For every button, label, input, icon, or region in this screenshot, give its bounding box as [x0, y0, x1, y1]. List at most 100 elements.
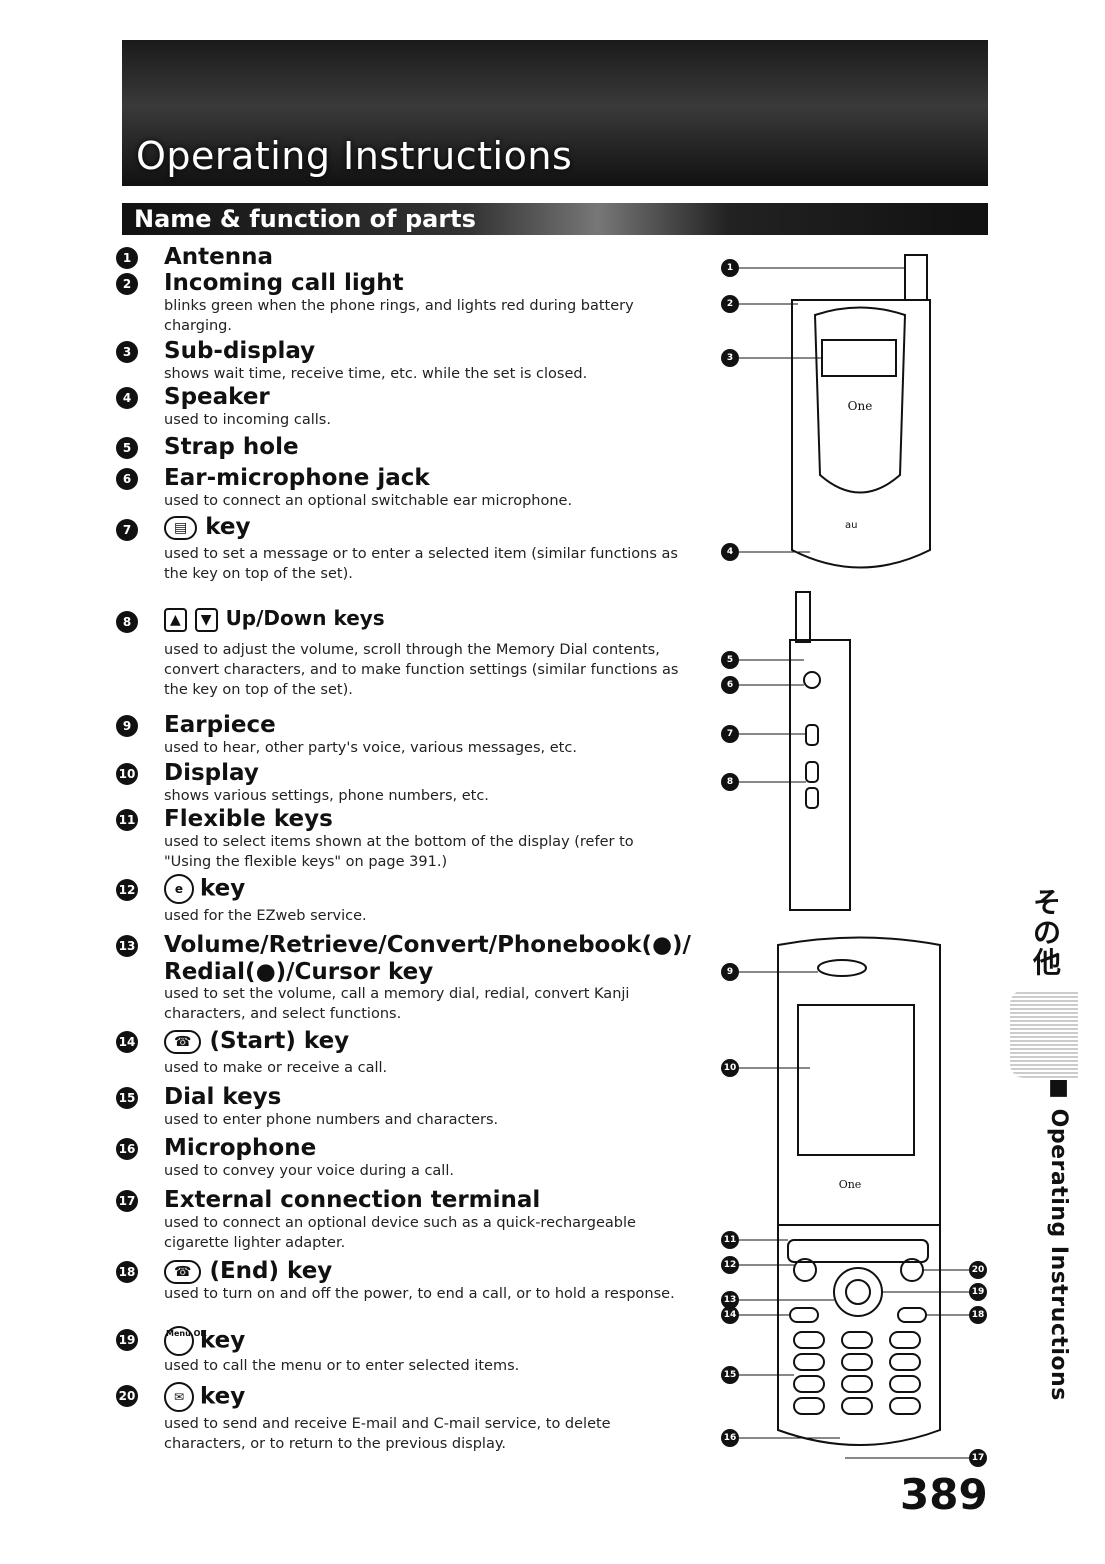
item-title: Strap hole — [164, 434, 299, 460]
section-bar — [122, 203, 988, 235]
item-title: Volume/Retrieve/Convert/Phonebook(●)/ Re… — [164, 932, 691, 985]
item-desc: used to convey your voice during a call. — [164, 1163, 454, 1179]
phone-closed-face — [813, 306, 907, 494]
item-number: 12 — [116, 879, 138, 901]
cursor-key — [833, 1267, 883, 1317]
item-number: 20 — [116, 1385, 138, 1407]
side-antenna — [795, 591, 811, 643]
item-desc: used to enter phone numbers and characte… — [164, 1112, 499, 1128]
brand-label: One — [848, 399, 873, 413]
callout-4: 4 — [721, 543, 739, 561]
dial-keypad — [793, 1331, 921, 1415]
item-title: ✉key — [164, 1382, 245, 1412]
item-title: ☎(Start) key — [164, 1028, 349, 1054]
message-key-icon: ▤ — [164, 515, 198, 540]
side-tab-pattern — [1010, 990, 1078, 1078]
item-number: 17 — [116, 1190, 138, 1212]
item-desc: used to select items shown at the bottom… — [164, 834, 634, 870]
item-title: Dial keys — [164, 1084, 282, 1110]
item-title: ▤key — [164, 514, 251, 540]
ez-key — [793, 1258, 817, 1282]
callout-10: 10 — [721, 1059, 739, 1077]
callout-18: 18 — [969, 1306, 987, 1324]
side-tab-label: ■ Operating Instructions — [1046, 1075, 1071, 1401]
item-number: 7 — [116, 519, 138, 541]
item-desc: used to call the menu or to enter select… — [164, 1358, 520, 1374]
item-title: Antenna — [164, 244, 274, 270]
item-desc: used to adjust the volume, scroll throug… — [164, 642, 679, 698]
item-title: ☎(End) key — [164, 1258, 332, 1284]
item-desc: blinks green when the phone rings, and l… — [164, 298, 634, 334]
item-title: Sub-display — [164, 338, 316, 364]
earpiece — [817, 959, 867, 977]
end-key-icon: ☎ — [164, 1259, 202, 1284]
down-key-icon: ▼ — [194, 607, 218, 632]
item-number: 8 — [116, 611, 138, 633]
page-number: 389 — [900, 1470, 988, 1519]
phone-open-bottom — [777, 1224, 941, 1446]
item-number: 5 — [116, 437, 138, 459]
item-number: 16 — [116, 1138, 138, 1160]
flexible-keys — [787, 1239, 929, 1263]
callout-12: 12 — [721, 1256, 739, 1274]
item-desc: used to connect an optional device such … — [164, 1215, 636, 1251]
end-key — [897, 1307, 927, 1323]
callout-13: 13 — [721, 1291, 739, 1309]
sub-display — [821, 339, 897, 377]
item-desc: shows wait time, receive time, etc. whil… — [164, 366, 588, 382]
item-desc: used to set a message or to enter a sele… — [164, 546, 678, 582]
callout-5: 5 — [721, 651, 739, 669]
section-title: Name & function of parts — [134, 205, 476, 233]
callout-16: 16 — [721, 1429, 739, 1447]
item-number: 6 — [116, 468, 138, 490]
menu-key-icon: Menu OK — [164, 1326, 207, 1356]
item-number: 4 — [116, 387, 138, 409]
item-title: Microphone — [164, 1135, 317, 1161]
ezweb-key-icon: e — [164, 874, 194, 904]
item-number: 14 — [116, 1031, 138, 1053]
callout-17: 17 — [969, 1449, 987, 1467]
callout-3: 3 — [721, 349, 739, 367]
item-title: Earpiece — [164, 712, 276, 738]
ear-mic-jack — [803, 671, 821, 689]
antenna — [904, 254, 928, 301]
item-title: ▲▼Up/Down keys — [164, 606, 385, 632]
callout-8: 8 — [721, 773, 739, 791]
item-title: Display — [164, 760, 259, 786]
item-number: 19 — [116, 1329, 138, 1351]
page-title: Operating Instructions — [136, 134, 573, 178]
callout-19: 19 — [969, 1283, 987, 1301]
phone-open-top — [777, 936, 941, 1226]
item-desc: used to send and receive E-mail and C-ma… — [164, 1416, 611, 1452]
item-number: 18 — [116, 1261, 138, 1283]
callout-11: 11 — [721, 1231, 739, 1249]
item-title: Flexible keys — [164, 806, 333, 832]
item-number: 10 — [116, 763, 138, 785]
start-key — [789, 1307, 819, 1323]
item-number: 3 — [116, 341, 138, 363]
item-desc: used to set the volume, call a memory di… — [164, 986, 630, 1022]
callout-2: 2 — [721, 295, 739, 313]
item-desc: used for the EZweb service. — [164, 908, 367, 924]
item-number: 13 — [116, 935, 138, 957]
item-desc: used to incoming calls. — [164, 412, 331, 428]
up-key-icon: ▲ — [164, 607, 187, 632]
item-number: 11 — [116, 809, 138, 831]
side-down-key — [805, 787, 819, 809]
item-desc: used to make or receive a call. — [164, 1060, 388, 1076]
callout-7: 7 — [721, 725, 739, 743]
start-key-icon: ☎ — [164, 1029, 202, 1054]
item-title: Ear-microphone jack — [164, 465, 430, 491]
item-title: Menu OKkey — [164, 1326, 245, 1356]
item-number: 2 — [116, 273, 138, 295]
side-up-key — [805, 761, 819, 783]
au-label: au — [845, 520, 857, 531]
mail-key-icon: ✉ — [164, 1382, 194, 1412]
callout-14: 14 — [721, 1306, 739, 1324]
side-tab-japanese: その他 — [1032, 886, 1061, 979]
open-brand-label: One — [839, 1178, 862, 1191]
callout-20: 20 — [969, 1261, 987, 1279]
menu-key — [845, 1279, 871, 1305]
callout-6: 6 — [721, 676, 739, 694]
